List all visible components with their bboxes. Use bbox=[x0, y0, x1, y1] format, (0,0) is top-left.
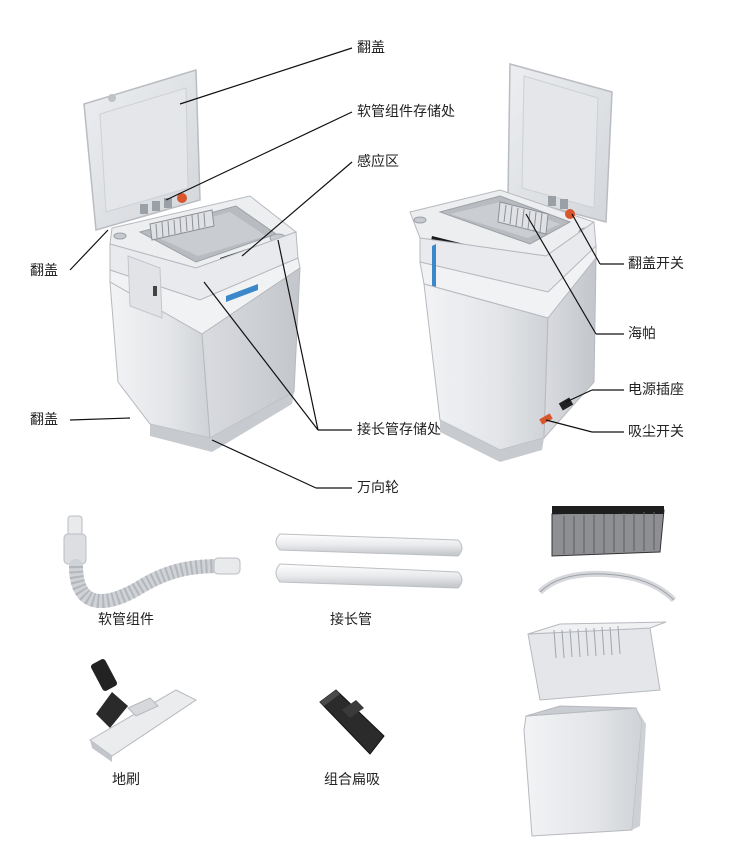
callout-sensor-zone: 感应区 bbox=[357, 154, 399, 170]
label-combo-nozzle: 组合扁吸 bbox=[324, 772, 380, 788]
hepa-filter-part bbox=[551, 506, 665, 557]
callout-extension-storage: 接长管存储处 bbox=[357, 422, 441, 438]
combo-nozzle-illustration bbox=[319, 689, 385, 755]
callout-flip-lid-left: 翻盖 bbox=[30, 263, 58, 279]
extension-tubes bbox=[275, 533, 463, 589]
callout-sponge: 海帕 bbox=[628, 326, 656, 342]
callout-flip-lid-lower: 翻盖 bbox=[30, 412, 58, 428]
outer-bin-part bbox=[523, 705, 646, 837]
filter-frame-part bbox=[537, 570, 677, 603]
floor-brush-illustration bbox=[89, 659, 197, 762]
callout-flip-lid-top: 翻盖 bbox=[357, 40, 385, 56]
label-floor-brush: 地刷 bbox=[112, 772, 140, 788]
label-extension-tube: 接长管 bbox=[330, 612, 372, 628]
right-unit bbox=[409, 63, 613, 462]
callout-lid-switch: 翻盖开关 bbox=[628, 256, 684, 272]
callout-power-socket: 电源插座 bbox=[628, 382, 684, 398]
callout-vacuum-switch: 吸尘开关 bbox=[628, 424, 684, 440]
hose-illustration bbox=[63, 515, 241, 609]
inner-basket-part bbox=[527, 621, 667, 701]
callout-hose-storage: 软管组件存储处 bbox=[357, 104, 455, 120]
callout-caster: 万向轮 bbox=[357, 480, 399, 496]
label-hose-assembly: 软管组件 bbox=[98, 612, 154, 628]
left-unit bbox=[83, 68, 301, 452]
callout-lines bbox=[69, 47, 624, 489]
